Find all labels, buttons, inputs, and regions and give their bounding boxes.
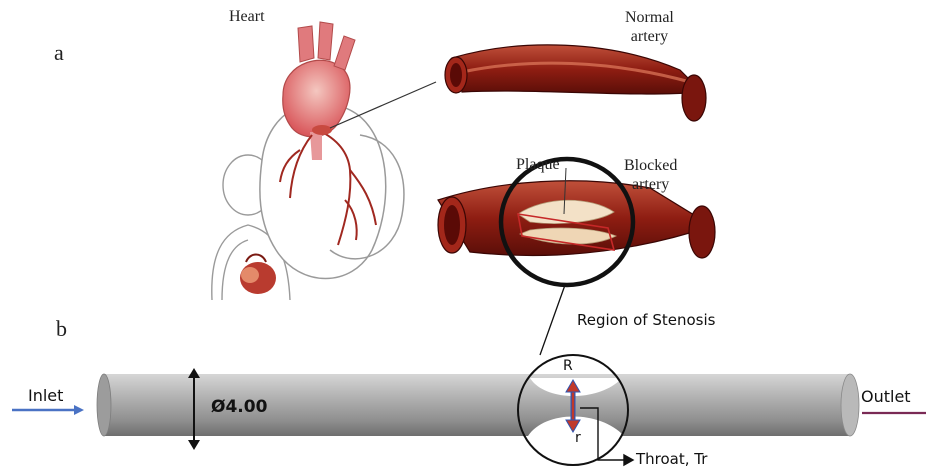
heart-drawing — [260, 22, 404, 279]
inlet-arrow — [12, 405, 84, 415]
blocked-artery-label: Blocked artery — [624, 156, 677, 194]
zoom-connector-line — [540, 285, 565, 355]
heart-label: Heart — [229, 8, 265, 26]
throat-label: Throat, Tr — [636, 450, 707, 468]
plaque-label: Plaque — [516, 156, 560, 174]
normal-artery-drawing — [445, 45, 706, 121]
outlet-label: Outlet — [861, 387, 911, 406]
big-radius-label: R — [563, 358, 573, 374]
small-heart-icon — [240, 255, 276, 295]
panel-a-label: a — [54, 40, 64, 66]
small-radius-label: r — [575, 430, 581, 446]
stenosis-region-label: Region of Stenosis — [577, 311, 715, 329]
normal-artery-label: Normal artery — [625, 8, 674, 46]
diameter-label: Ø4.00 — [211, 397, 267, 417]
panel-b-label: b — [56, 316, 67, 342]
inlet-label: Inlet — [28, 386, 63, 405]
